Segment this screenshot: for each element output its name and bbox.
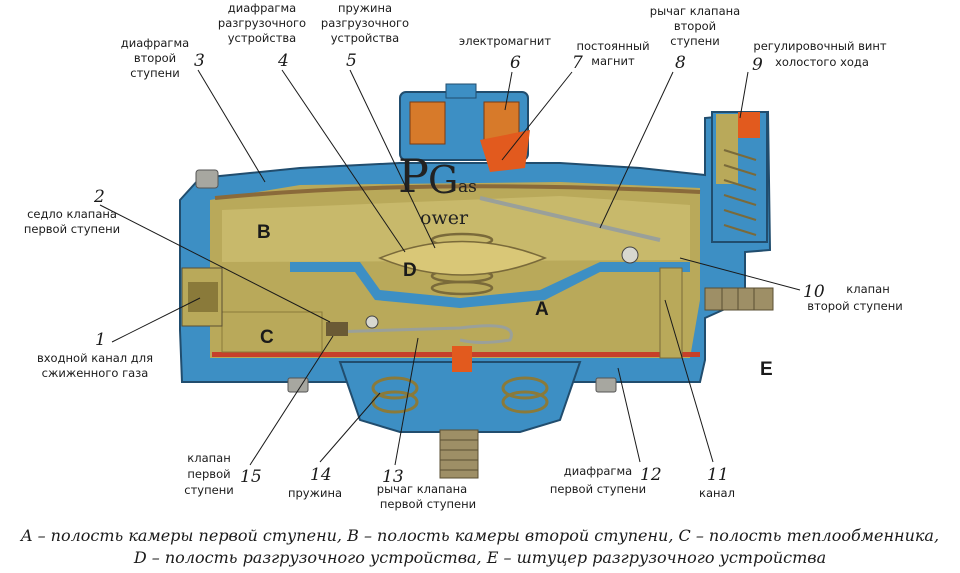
svg-text:диафрагма: диафрагма [121, 36, 189, 50]
svg-text:4: 4 [277, 51, 289, 71]
svg-text:клапан: клапан [187, 451, 230, 465]
svg-text:13: 13 [382, 467, 404, 487]
svg-text:постоянный: постоянный [576, 39, 649, 53]
part-12-label: диафрагма 12 первой ступени [550, 464, 662, 496]
cavity-b-label: B [257, 222, 271, 243]
svg-text:рычаг клапана: рычаг клапана [650, 4, 740, 18]
svg-text:сжиженного газа: сжиженного газа [42, 366, 149, 380]
svg-text:7: 7 [572, 53, 583, 73]
svg-text:диафрагма: диафрагма [564, 464, 632, 478]
svg-text:устройства: устройства [331, 31, 399, 45]
svg-text:второй ступени: второй ступени [807, 299, 902, 313]
part-4-label: диафрагма разгрузочного устройства 4 [218, 1, 306, 71]
figure-caption: A – полость камеры первой ступени, B – п… [0, 525, 960, 569]
part-7-label: постоянный магнит 7 [572, 39, 650, 73]
watermark-p: P [398, 149, 429, 203]
svg-text:первой ступени: первой ступени [550, 482, 646, 496]
svg-text:5: 5 [346, 51, 357, 71]
svg-text:14: 14 [310, 465, 332, 485]
svg-text:10: 10 [803, 282, 825, 302]
svg-text:пружина: пружина [288, 486, 342, 500]
leader-lines [99, 69, 801, 466]
watermark-logo: P G as ower [398, 149, 477, 229]
svg-text:ступени: ступени [670, 34, 719, 48]
svg-text:1: 1 [95, 330, 106, 350]
cavity-e-label: E [760, 359, 773, 380]
part-5-label: пружина разгрузочного устройства 5 [321, 1, 409, 71]
reducer-body [179, 83, 774, 479]
svg-text:электромагнит: электромагнит [459, 34, 551, 48]
svg-text:входной канал для: входной канал для [37, 351, 153, 365]
part-1-label: 1 входной канал для сжиженного газа [37, 330, 153, 380]
part-15-label: клапан первой 15 ступени [184, 451, 261, 497]
svg-text:ступени: ступени [130, 66, 179, 80]
svg-text:клапан: клапан [846, 282, 889, 296]
part-2-label: 2 седло клапана первой ступени [24, 187, 120, 236]
svg-text:6: 6 [510, 53, 521, 73]
svg-text:диафрагма: диафрагма [228, 1, 296, 15]
part-14-label: 14 пружина [288, 465, 342, 500]
part-9-label: регулировочный винт холостого хода 9 [752, 39, 887, 75]
watermark-ower: ower [420, 207, 469, 229]
watermark-as: as [458, 177, 477, 197]
svg-text:пружина: пружина [338, 1, 392, 15]
part-6-label: электромагнит 6 [459, 34, 551, 73]
part-3-label: диафрагма второй 3 ступени [121, 36, 205, 80]
svg-text:первой: первой [187, 467, 230, 481]
svg-text:канал: канал [699, 486, 735, 500]
watermark-g: G [428, 158, 458, 202]
svg-text:ступени: ступени [184, 483, 233, 497]
svg-text:регулировочный винт: регулировочный винт [753, 39, 886, 53]
svg-text:первой ступени: первой ступени [24, 222, 120, 236]
cavity-a-label: A [535, 299, 549, 320]
svg-text:8: 8 [675, 53, 686, 73]
svg-text:15: 15 [240, 467, 262, 487]
svg-text:9: 9 [752, 55, 763, 75]
svg-text:3: 3 [194, 51, 205, 71]
cavity-c-label: C [260, 327, 274, 348]
svg-text:второй: второй [134, 51, 176, 65]
svg-text:2: 2 [93, 187, 105, 207]
svg-text:седло клапана: седло клапана [27, 207, 117, 221]
svg-text:холостого хода: холостого хода [775, 55, 869, 69]
svg-text:12: 12 [640, 465, 662, 485]
part-13-label: 13 рычаг клапана первой ступени [377, 467, 476, 511]
svg-text:разгрузочного: разгрузочного [218, 16, 306, 30]
part-8-label: рычаг клапана второй ступени 8 [650, 4, 740, 73]
svg-text:второй: второй [674, 19, 716, 33]
svg-text:11: 11 [707, 465, 729, 485]
part-11-label: 11 канал [699, 465, 735, 500]
svg-text:разгрузочного: разгрузочного [321, 16, 409, 30]
svg-text:рычаг клапана: рычаг клапана [377, 482, 467, 496]
part-10-label: 10 клапан второй ступени [803, 282, 903, 313]
svg-text:первой ступени: первой ступени [380, 497, 476, 511]
caption-line-2: D – полость разгрузочного устройства, E … [133, 548, 827, 567]
svg-text:магнит: магнит [591, 54, 635, 68]
svg-text:устройства: устройства [228, 31, 296, 45]
cavity-d-label: D [403, 260, 417, 281]
caption-line-1: A – полость камеры первой ступени, B – п… [20, 526, 940, 545]
